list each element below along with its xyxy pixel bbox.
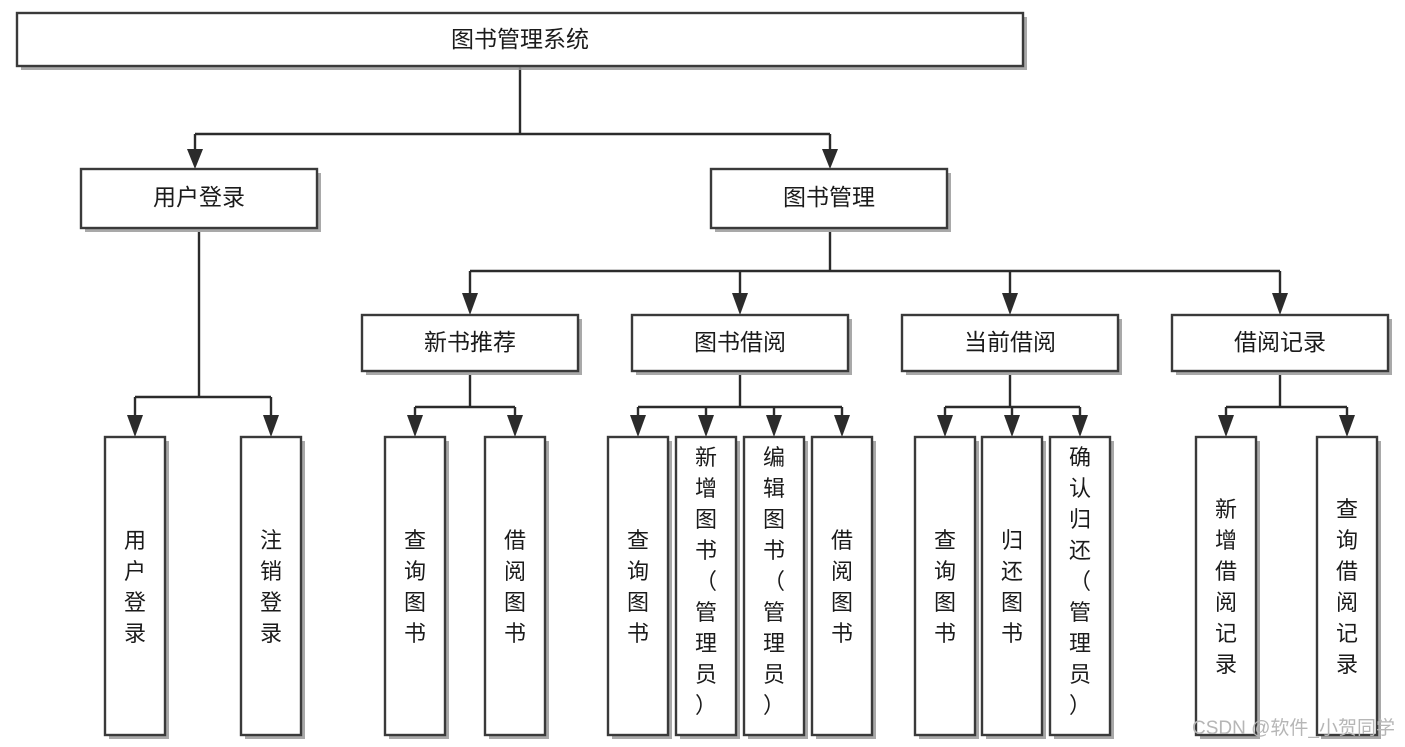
node-leaf-query-book-1-label: 查询图书 [404, 528, 426, 646]
node-leaf-query-book-1-box [383, 435, 447, 737]
node-leaf-borrow-book-1-label: 借阅图书 [504, 528, 526, 646]
node-book-borrow[interactable]: 图书借阅 [630, 313, 852, 375]
connector-layer [127, 66, 1355, 437]
node-current-borrow-box [900, 313, 1120, 373]
node-leaf-borrow-book-2[interactable]: 借阅图书 [810, 435, 876, 739]
arrow-bm-to-borrowrecord [1272, 293, 1288, 315]
arrow-root-to-user-login [187, 149, 203, 169]
node-leaf-logout-login-label: 注销登录 [260, 528, 282, 646]
node-leaf-edit-book-box [742, 435, 806, 737]
arrow-bm-to-bookborrow [732, 293, 748, 315]
arrow-br-to-leaf1 [1218, 415, 1234, 437]
arrow-bb-to-leaf4 [834, 415, 850, 437]
node-leaf-confirm-return-label: 确认归还（管理员） [1069, 445, 1091, 718]
node-leaf-add-record-box [1194, 435, 1258, 737]
arrow-cb-to-leaf2 [1004, 415, 1020, 437]
node-user-login[interactable]: 用户登录 [79, 167, 321, 232]
arrow-bm-to-newbook [462, 293, 478, 315]
arrow-nbr-to-leaf1 [407, 415, 423, 437]
node-leaf-query-book-1[interactable]: 查询图书 [383, 435, 449, 739]
node-book-borrow-label: 图书借阅 [694, 329, 786, 355]
node-leaf-query-book-3[interactable]: 查询图书 [913, 435, 979, 739]
node-new-book-recommend-box [360, 313, 580, 373]
node-user-login-box [79, 167, 319, 230]
node-leaf-edit-book-label: 编辑图书（管理员） [763, 445, 785, 718]
arrow-root-to-book-management [822, 149, 838, 169]
node-new-book-recommend-label: 新书推荐 [424, 329, 516, 355]
watermark-label: CSDN @软件_小贺同学 [1192, 717, 1395, 739]
node-leaf-add-record[interactable]: 新增借阅记录 [1194, 435, 1260, 739]
node-root-label: 图书管理系统 [451, 26, 589, 52]
node-leaf-add-record-label: 新增借阅记录 [1215, 497, 1237, 677]
node-leaf-add-book-box [674, 435, 738, 737]
node-leaf-borrow-book-2-label: 借阅图书 [831, 528, 853, 646]
node-leaf-confirm-return[interactable]: 确认归还（管理员） [1048, 435, 1114, 739]
node-leaf-query-record-box [1315, 435, 1379, 737]
node-leaf-edit-book[interactable]: 编辑图书（管理员） [742, 435, 808, 739]
node-leaf-return-book[interactable]: 归还图书 [980, 435, 1046, 739]
node-leaf-user-login-label: 用户登录 [124, 528, 146, 646]
arrow-bb-to-leaf1 [630, 415, 646, 437]
node-leaf-return-book-box [980, 435, 1044, 737]
node-new-book-recommend[interactable]: 新书推荐 [360, 313, 582, 375]
node-book-management[interactable]: 图书管理 [709, 167, 951, 232]
node-leaf-query-record-label: 查询借阅记录 [1336, 497, 1358, 677]
node-book-management-box [709, 167, 949, 230]
arrow-ul-to-leaf1 [127, 415, 143, 437]
node-root-box [15, 11, 1025, 68]
node-user-login-label: 用户登录 [153, 184, 245, 210]
arrow-br-to-leaf2 [1339, 415, 1355, 437]
node-leaf-logout-login-box [239, 435, 303, 737]
node-borrow-record-box [1170, 313, 1390, 373]
arrow-ul-to-leaf2 [263, 415, 279, 437]
node-leaf-query-record[interactable]: 查询借阅记录 [1315, 435, 1381, 739]
arrow-bm-to-currentborrow [1002, 293, 1018, 315]
node-leaf-user-login[interactable]: 用户登录 [103, 435, 169, 739]
node-root[interactable]: 图书管理系统 [15, 11, 1027, 70]
node-leaf-query-book-3-box [913, 435, 977, 737]
node-leaf-query-book-2-label: 查询图书 [627, 528, 649, 646]
arrow-cb-to-leaf1 [937, 415, 953, 437]
node-borrow-record-label: 借阅记录 [1234, 329, 1326, 355]
arrow-cb-to-leaf3 [1072, 415, 1088, 437]
node-leaf-borrow-book-1-box [483, 435, 547, 737]
node-book-management-label: 图书管理 [783, 184, 875, 210]
node-current-borrow-label: 当前借阅 [964, 329, 1056, 355]
node-leaf-query-book-2[interactable]: 查询图书 [606, 435, 672, 739]
node-current-borrow[interactable]: 当前借阅 [900, 313, 1122, 375]
node-book-borrow-box [630, 313, 850, 373]
node-leaf-query-book-2-box [606, 435, 670, 737]
node-leaf-add-book-label: 新增图书（管理员） [695, 445, 717, 718]
node-leaf-add-book[interactable]: 新增图书（管理员） [674, 435, 740, 739]
node-leaf-borrow-book-1[interactable]: 借阅图书 [483, 435, 549, 739]
arrow-nbr-to-leaf2 [507, 415, 523, 437]
node-borrow-record[interactable]: 借阅记录 [1170, 313, 1392, 375]
node-leaf-return-book-label: 归还图书 [1001, 528, 1023, 646]
arrow-bb-to-leaf2 [698, 415, 714, 437]
node-leaf-user-login-box [103, 435, 167, 737]
node-leaf-query-book-3-label: 查询图书 [934, 528, 956, 646]
node-leaf-borrow-book-2-box [810, 435, 874, 737]
node-leaf-confirm-return-box [1048, 435, 1112, 737]
node-leaf-logout-login[interactable]: 注销登录 [239, 435, 305, 739]
arrow-bb-to-leaf3 [766, 415, 782, 437]
